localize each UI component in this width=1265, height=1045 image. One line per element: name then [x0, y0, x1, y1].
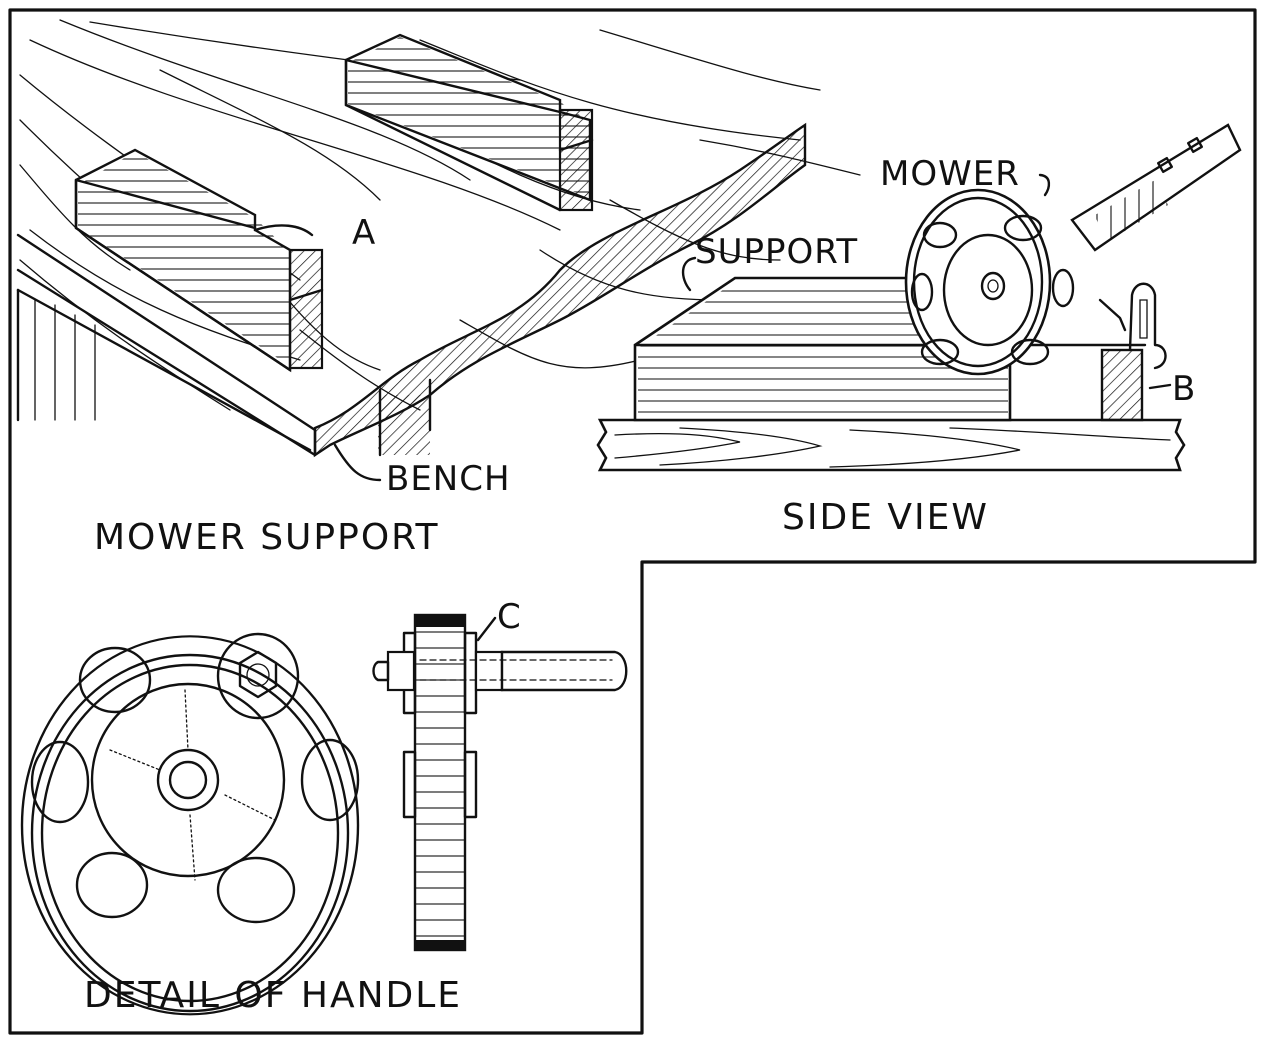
caption-detail-of-handle: DETAIL OF HANDLE [84, 975, 463, 1016]
bench-section [313, 122, 807, 458]
handle-wheel-side [372, 613, 628, 952]
label-support: SUPPORT [695, 232, 859, 272]
caption-side-view: SIDE VIEW [782, 497, 989, 538]
post-b [1100, 348, 1144, 422]
caption-mower-support: MOWER SUPPORT [94, 517, 440, 558]
label-b: B [1172, 369, 1197, 409]
detail-of-handle-drawing [20, 613, 628, 1016]
label-c: C [497, 597, 522, 637]
handle-wheel-front [20, 632, 360, 1016]
label-a: A [352, 213, 377, 253]
mower-wheel [904, 188, 1075, 376]
handle-grip [500, 650, 628, 692]
label-mower: MOWER [880, 154, 1020, 194]
frame-border [8, 8, 1257, 1035]
support-block-front [74, 148, 324, 373]
base-board [596, 418, 1186, 472]
mower-support-drawing [16, 19, 861, 482]
support-block-back [344, 33, 594, 212]
side-view-drawing [596, 123, 1242, 472]
bench-leg-hatch [378, 395, 430, 455]
label-bench: BENCH [386, 459, 511, 499]
